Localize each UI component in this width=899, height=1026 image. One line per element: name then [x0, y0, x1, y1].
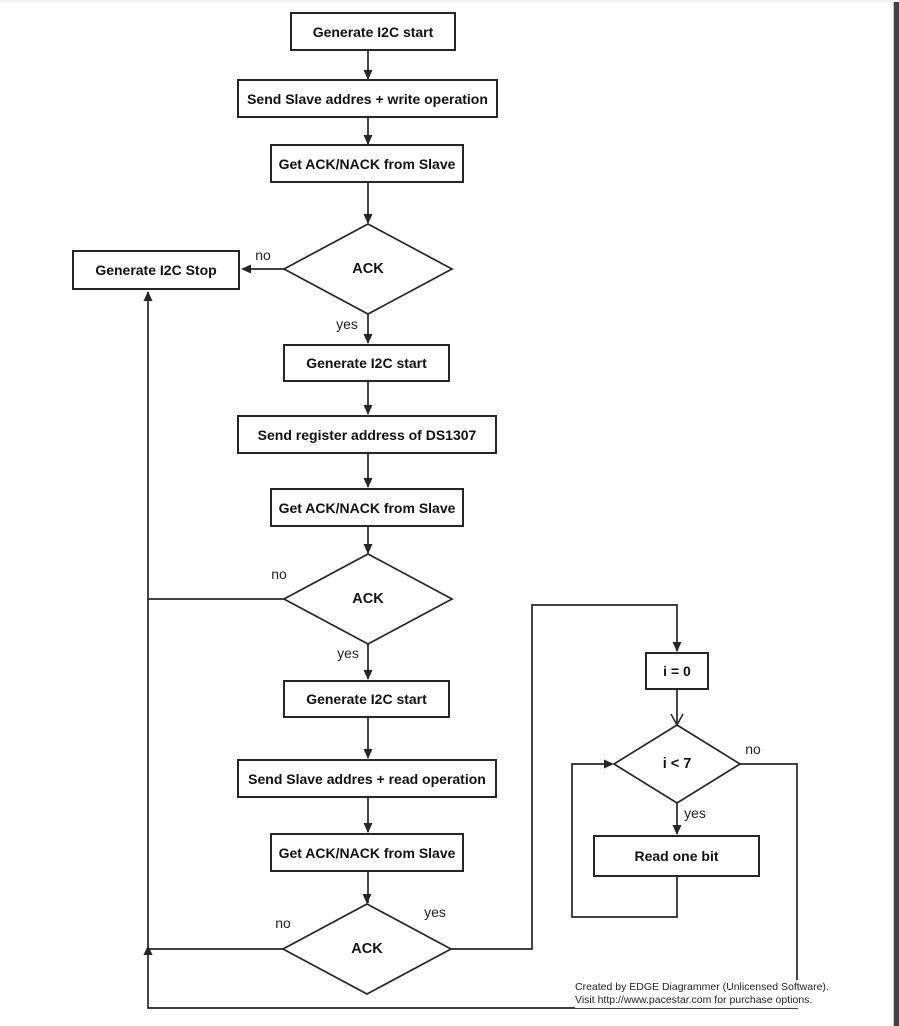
flow-node-read-one-bit: Read one bit [593, 835, 760, 877]
arrowheads [143, 70, 684, 955]
flow-node-i-equals-0: i = 0 [645, 652, 709, 690]
connector-lines [147, 51, 798, 1009]
diagram-credit-footer: Created by EDGE Diagrammer (Unlicensed S… [575, 980, 831, 1008]
flow-node-ack-decision-3: ACK [351, 941, 383, 957]
diamond-i-less-7 [612, 724, 742, 804]
decision-diamonds [281, 223, 742, 995]
viewer-edge-strip [893, 2, 899, 1026]
flow-node-get-ack-nack-1: Get ACK/NACK from Slave [270, 144, 464, 183]
branch-label-i7-yes: yes [684, 805, 706, 821]
flow-node-generate-i2c-start-2: Generate I2C start [283, 344, 450, 382]
flow-node-i-less-than-7: i < 7 [662, 756, 692, 772]
flow-node-get-ack-nack-3: Get ACK/NACK from Slave [270, 833, 464, 872]
branch-label-ack1-no: no [255, 247, 271, 263]
diamond-ack-3 [281, 903, 453, 995]
diamond-ack-1 [282, 223, 454, 315]
branch-label-ack2-no: no [271, 566, 287, 582]
flow-node-send-slave-read: Send Slave addres + read operation [237, 759, 497, 798]
diamond-ack-2 [282, 553, 454, 645]
footer-line-2: Visit http://www.pacestar.com for purcha… [575, 993, 813, 1006]
flow-node-generate-i2c-stop: Generate I2C Stop [72, 250, 240, 290]
flow-node-generate-i2c-start-3: Generate I2C start [283, 680, 450, 718]
flow-node-ack-decision-2: ACK [352, 591, 384, 607]
footer-line-1: Created by EDGE Diagrammer (Unlicensed S… [575, 981, 829, 993]
flow-node-ack-decision-1: ACK [352, 261, 384, 277]
flow-node-get-ack-nack-2: Get ACK/NACK from Slave [270, 488, 464, 527]
flow-node-send-register-address: Send register address of DS1307 [237, 415, 497, 454]
flow-node-generate-i2c-start-1: Generate I2C start [290, 12, 456, 51]
branch-label-ack2-yes: yes [337, 645, 359, 661]
flow-node-send-slave-write: Send Slave addres + write operation [237, 79, 498, 118]
branch-label-ack3-no: no [275, 915, 291, 931]
branch-label-ack3-yes: yes [424, 904, 446, 920]
branch-label-i7-no: no [745, 741, 761, 757]
branch-label-ack1-yes: yes [336, 316, 358, 332]
